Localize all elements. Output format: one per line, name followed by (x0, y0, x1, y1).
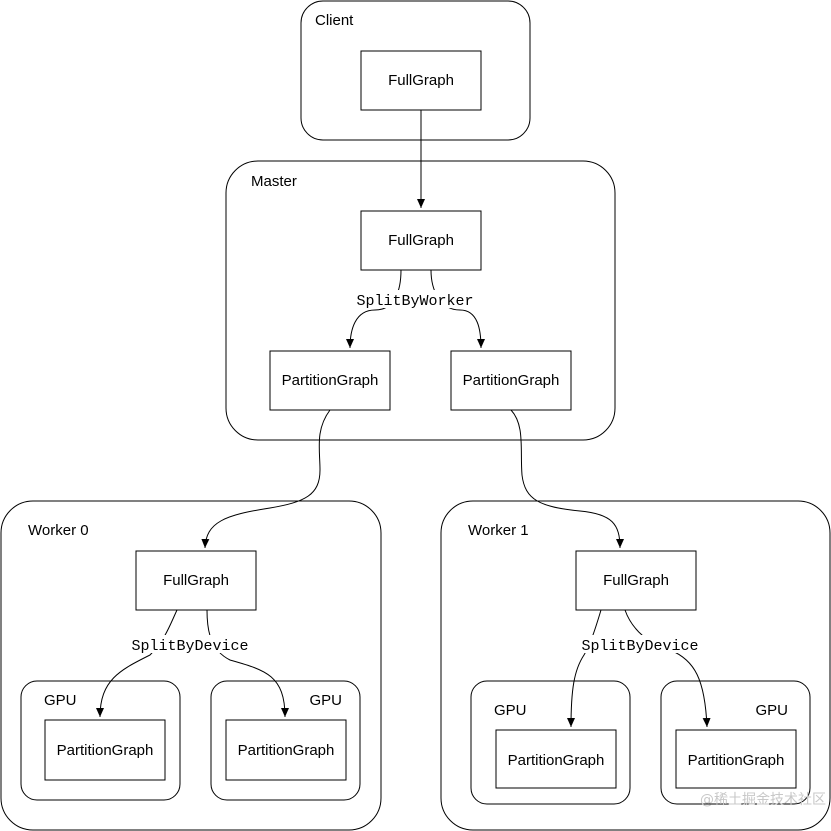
arrow-master-split-right (430, 269, 485, 349)
master-label: Master (251, 173, 297, 190)
arrow-worker1-split-left (567, 609, 602, 728)
master-partition-box-left (269, 350, 391, 411)
worker0-gpu-right: GPU PartitionGraph (210, 680, 361, 801)
master-partition-label-right: PartitionGraph (463, 372, 560, 389)
worker1-gpu-left-partition-label: PartitionGraph (508, 752, 605, 769)
master-split-label-group: SplitByWorker (352, 290, 478, 310)
client-fullgraph-box (360, 50, 482, 111)
connectors (96, 110, 711, 728)
worker1-container: Worker 1 FullGraph GPU PartitionGraph GP… (440, 500, 831, 831)
arrow-master-to-worker1 (510, 409, 624, 549)
worker0-gpu-left: GPU PartitionGraph (20, 680, 181, 801)
client-container: Client FullGraph (300, 0, 531, 141)
master-fullgraph-box (360, 210, 482, 271)
worker0-gpu-left-partition-label: PartitionGraph (57, 742, 154, 759)
worker1-fullgraph-label: FullGraph (603, 572, 669, 589)
worker0-gpu-right-partition-box (225, 719, 347, 781)
worker0-gpu-left-partition-box (44, 719, 166, 781)
worker1-split-label-group: SplitByDevice (577, 635, 703, 655)
arrow-worker0-split-left (96, 609, 178, 718)
client-fullgraph-label: FullGraph (388, 72, 454, 89)
worker1-gpu-left: GPU PartitionGraph (470, 680, 631, 805)
worker0-split-label: SplitByDevice (131, 638, 248, 655)
watermark-text: @稀土掘金技术社区 (700, 792, 826, 808)
arrow-master-to-worker0 (201, 409, 331, 549)
worker1-gpu-right-partition-label: PartitionGraph (688, 752, 785, 769)
worker0-label: Worker 0 (28, 522, 89, 539)
master-partition-box-right (450, 350, 572, 411)
arrow-worker0-split-right (206, 609, 289, 718)
worker0-gpu-left-label: GPU (44, 692, 77, 709)
worker1-gpu-right: GPU PartitionGraph (660, 680, 811, 805)
worker1-gpu-right-partition-box (675, 729, 797, 789)
master-split-label: SplitByWorker (356, 293, 473, 310)
worker1-gpu-left-label: GPU (494, 702, 527, 719)
worker1-split-label: SplitByDevice (581, 638, 698, 655)
worker1-gpu-right-label: GPU (755, 702, 788, 719)
master-container: Master FullGraph PartitionGraph Partitio… (225, 160, 616, 441)
worker1-gpu-left-partition-box (495, 729, 617, 789)
master-fullgraph-label: FullGraph (388, 232, 454, 249)
worker0-gpu-right-label: GPU (309, 692, 342, 709)
worker1-label: Worker 1 (468, 522, 529, 539)
worker1-fullgraph-box (575, 550, 697, 611)
worker0-container: Worker 0 FullGraph GPU PartitionGraph GP… (0, 500, 382, 831)
arrow-master-split-left (346, 269, 402, 349)
worker0-gpu-right-partition-label: PartitionGraph (238, 742, 335, 759)
worker0-split-label-group: SplitByDevice (127, 635, 253, 655)
worker0-fullgraph-box (135, 550, 257, 611)
worker0-fullgraph-label: FullGraph (163, 572, 229, 589)
master-partition-label-left: PartitionGraph (282, 372, 379, 389)
client-label: Client (315, 12, 354, 29)
